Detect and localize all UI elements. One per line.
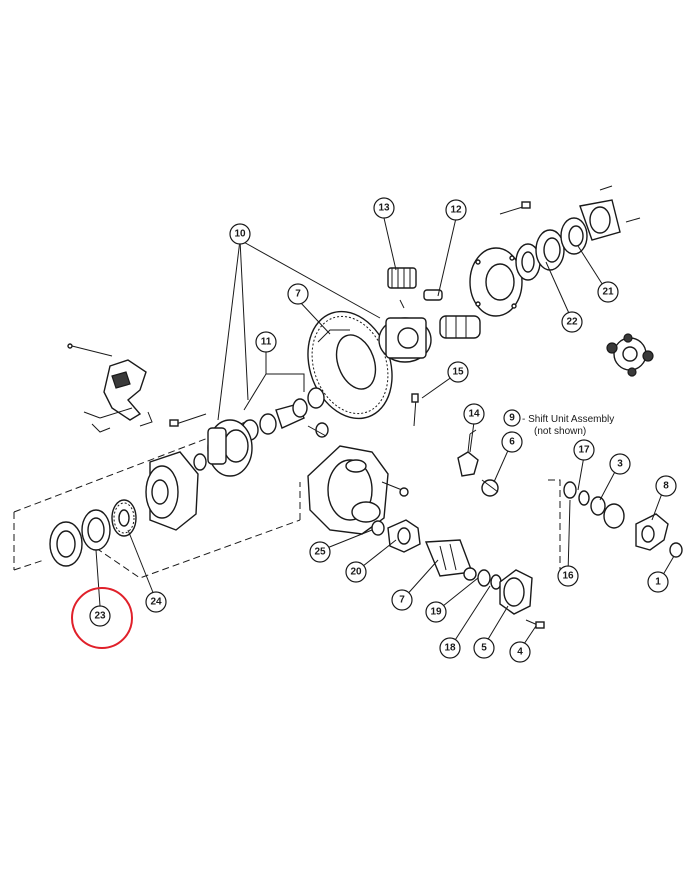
callout-label: 25 [314,547,326,558]
callout-label: 7 [399,595,405,606]
callout-label: 24 [150,597,162,608]
callout-22: 22 [561,311,583,333]
callout-label: 4 [517,647,523,658]
bolt-part [169,413,207,427]
spider-gear [606,333,654,377]
callout-label: 14 [468,409,480,420]
callout-7-bottom: 7 [391,589,413,611]
callout-18: 18 [439,637,461,659]
ring-gear [307,310,393,420]
highlight-circle [71,587,133,649]
yoke-flange [499,569,545,629]
leader-lines [95,217,675,651]
callout-label: 13 [378,203,390,214]
callout-12: 12 [445,199,467,221]
seal-ring [49,521,83,567]
callout-19: 19 [425,601,447,623]
callout-label: 22 [566,317,578,328]
output-shaft-parts [563,481,683,558]
bearing-cup-23 [81,509,111,551]
note-line-2: (not shown) [534,426,586,437]
callout-label: 10 [234,229,246,240]
bracket-part [67,343,153,433]
callout-5: 5 [473,637,495,659]
callout-label: 15 [452,367,464,378]
callout-17: 17 [573,439,595,461]
assembly-outline [13,419,561,579]
callout-4: 4 [509,641,531,663]
callout-25: 25 [309,541,331,563]
callout-24: 24 [145,591,167,613]
pin-part [411,393,419,427]
callout-label: 11 [261,337,272,348]
callout-3: 3 [609,453,631,475]
callout-label: 16 [562,571,574,582]
callout-label: 20 [350,567,362,578]
pinion-shaft [424,539,502,590]
shift-unit-note: - Shift Unit Assembly (not shown) [522,414,614,437]
callout-23: 23 [89,605,111,627]
note-line-1: - Shift Unit Assembly [522,414,614,425]
callout-7-top: 7 [287,283,309,305]
differential-case [378,267,481,363]
callout-1: 1 [647,571,669,593]
callout-8: 8 [655,475,677,497]
callout-label: 9 [509,413,515,424]
gasket [371,519,421,553]
callout-label: 1 [655,577,661,588]
callout-6: 6 [501,431,523,453]
callout-label: 21 [602,287,614,298]
callout-label: 8 [663,481,669,492]
carrier-flange [469,201,531,317]
bearing-cone-24 [111,499,137,537]
case-half-left [193,419,253,477]
bearing-set [515,185,641,281]
carrier-housing [145,451,199,531]
callout-20: 20 [345,561,367,583]
callout-label: 18 [444,643,456,654]
callout-label: 7 [295,289,301,300]
callout-14: 14 [463,403,485,425]
callout-label: 3 [617,459,623,470]
callout-21: 21 [597,281,619,303]
callout-label: 23 [94,611,106,622]
callout-label: 6 [509,437,515,448]
pinion-gear-group [241,387,329,441]
callout-label: 17 [578,445,590,456]
callout-label: 5 [481,643,487,654]
callout-13: 13 [373,197,395,219]
callout-16: 16 [557,565,579,587]
callout-9: 9 [503,409,521,427]
callout-10: 10 [229,223,251,245]
callout-11: 11 [255,331,277,353]
callout-label: 19 [430,607,442,618]
axle-housing [307,445,409,535]
callout-label: 12 [450,205,462,216]
shift-lever [457,429,499,497]
callout-15: 15 [447,361,469,383]
